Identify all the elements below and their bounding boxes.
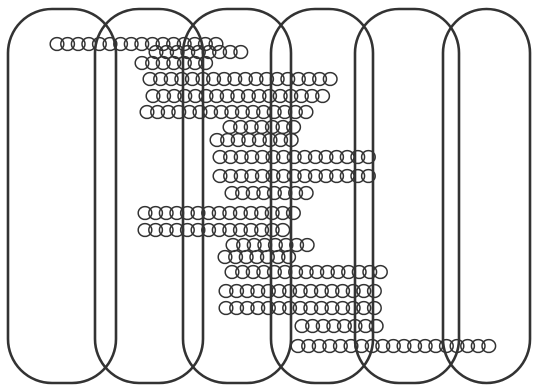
bead-row-17 [219, 285, 381, 298]
bead-row-9 [213, 151, 375, 164]
bead-row-13 [138, 224, 289, 237]
bead-row-11 [225, 187, 313, 200]
bead [234, 46, 248, 59]
bead-row-5 [146, 90, 329, 103]
bead-row-19 [295, 320, 383, 333]
bead-row-18 [219, 302, 381, 315]
column-6 [443, 9, 530, 383]
bead [368, 285, 382, 298]
bead-row-1 [50, 38, 223, 51]
bead-row-6 [140, 106, 313, 119]
bead-row-20 [291, 340, 495, 353]
bead-row-4 [143, 73, 337, 86]
bead [374, 266, 388, 279]
bead [287, 207, 301, 220]
bead [482, 340, 496, 353]
column-1 [8, 9, 116, 383]
bead [199, 57, 213, 70]
bead [300, 239, 314, 252]
bead-row-3 [135, 57, 212, 70]
bead-row-16 [225, 266, 387, 279]
bead-row-12 [138, 207, 300, 220]
bead [287, 121, 301, 134]
bead [299, 187, 313, 200]
bead-row-10 [213, 170, 375, 183]
bead-row-7 [223, 121, 300, 134]
bead [276, 224, 290, 237]
bead [316, 90, 330, 103]
bead-row-8 [210, 134, 298, 147]
bead [323, 73, 337, 86]
bead [368, 302, 382, 315]
bead [369, 320, 383, 333]
bead-row-15 [218, 251, 295, 264]
bead [299, 106, 313, 119]
bead [282, 251, 296, 264]
column-4 [271, 9, 373, 383]
bead [209, 38, 223, 51]
